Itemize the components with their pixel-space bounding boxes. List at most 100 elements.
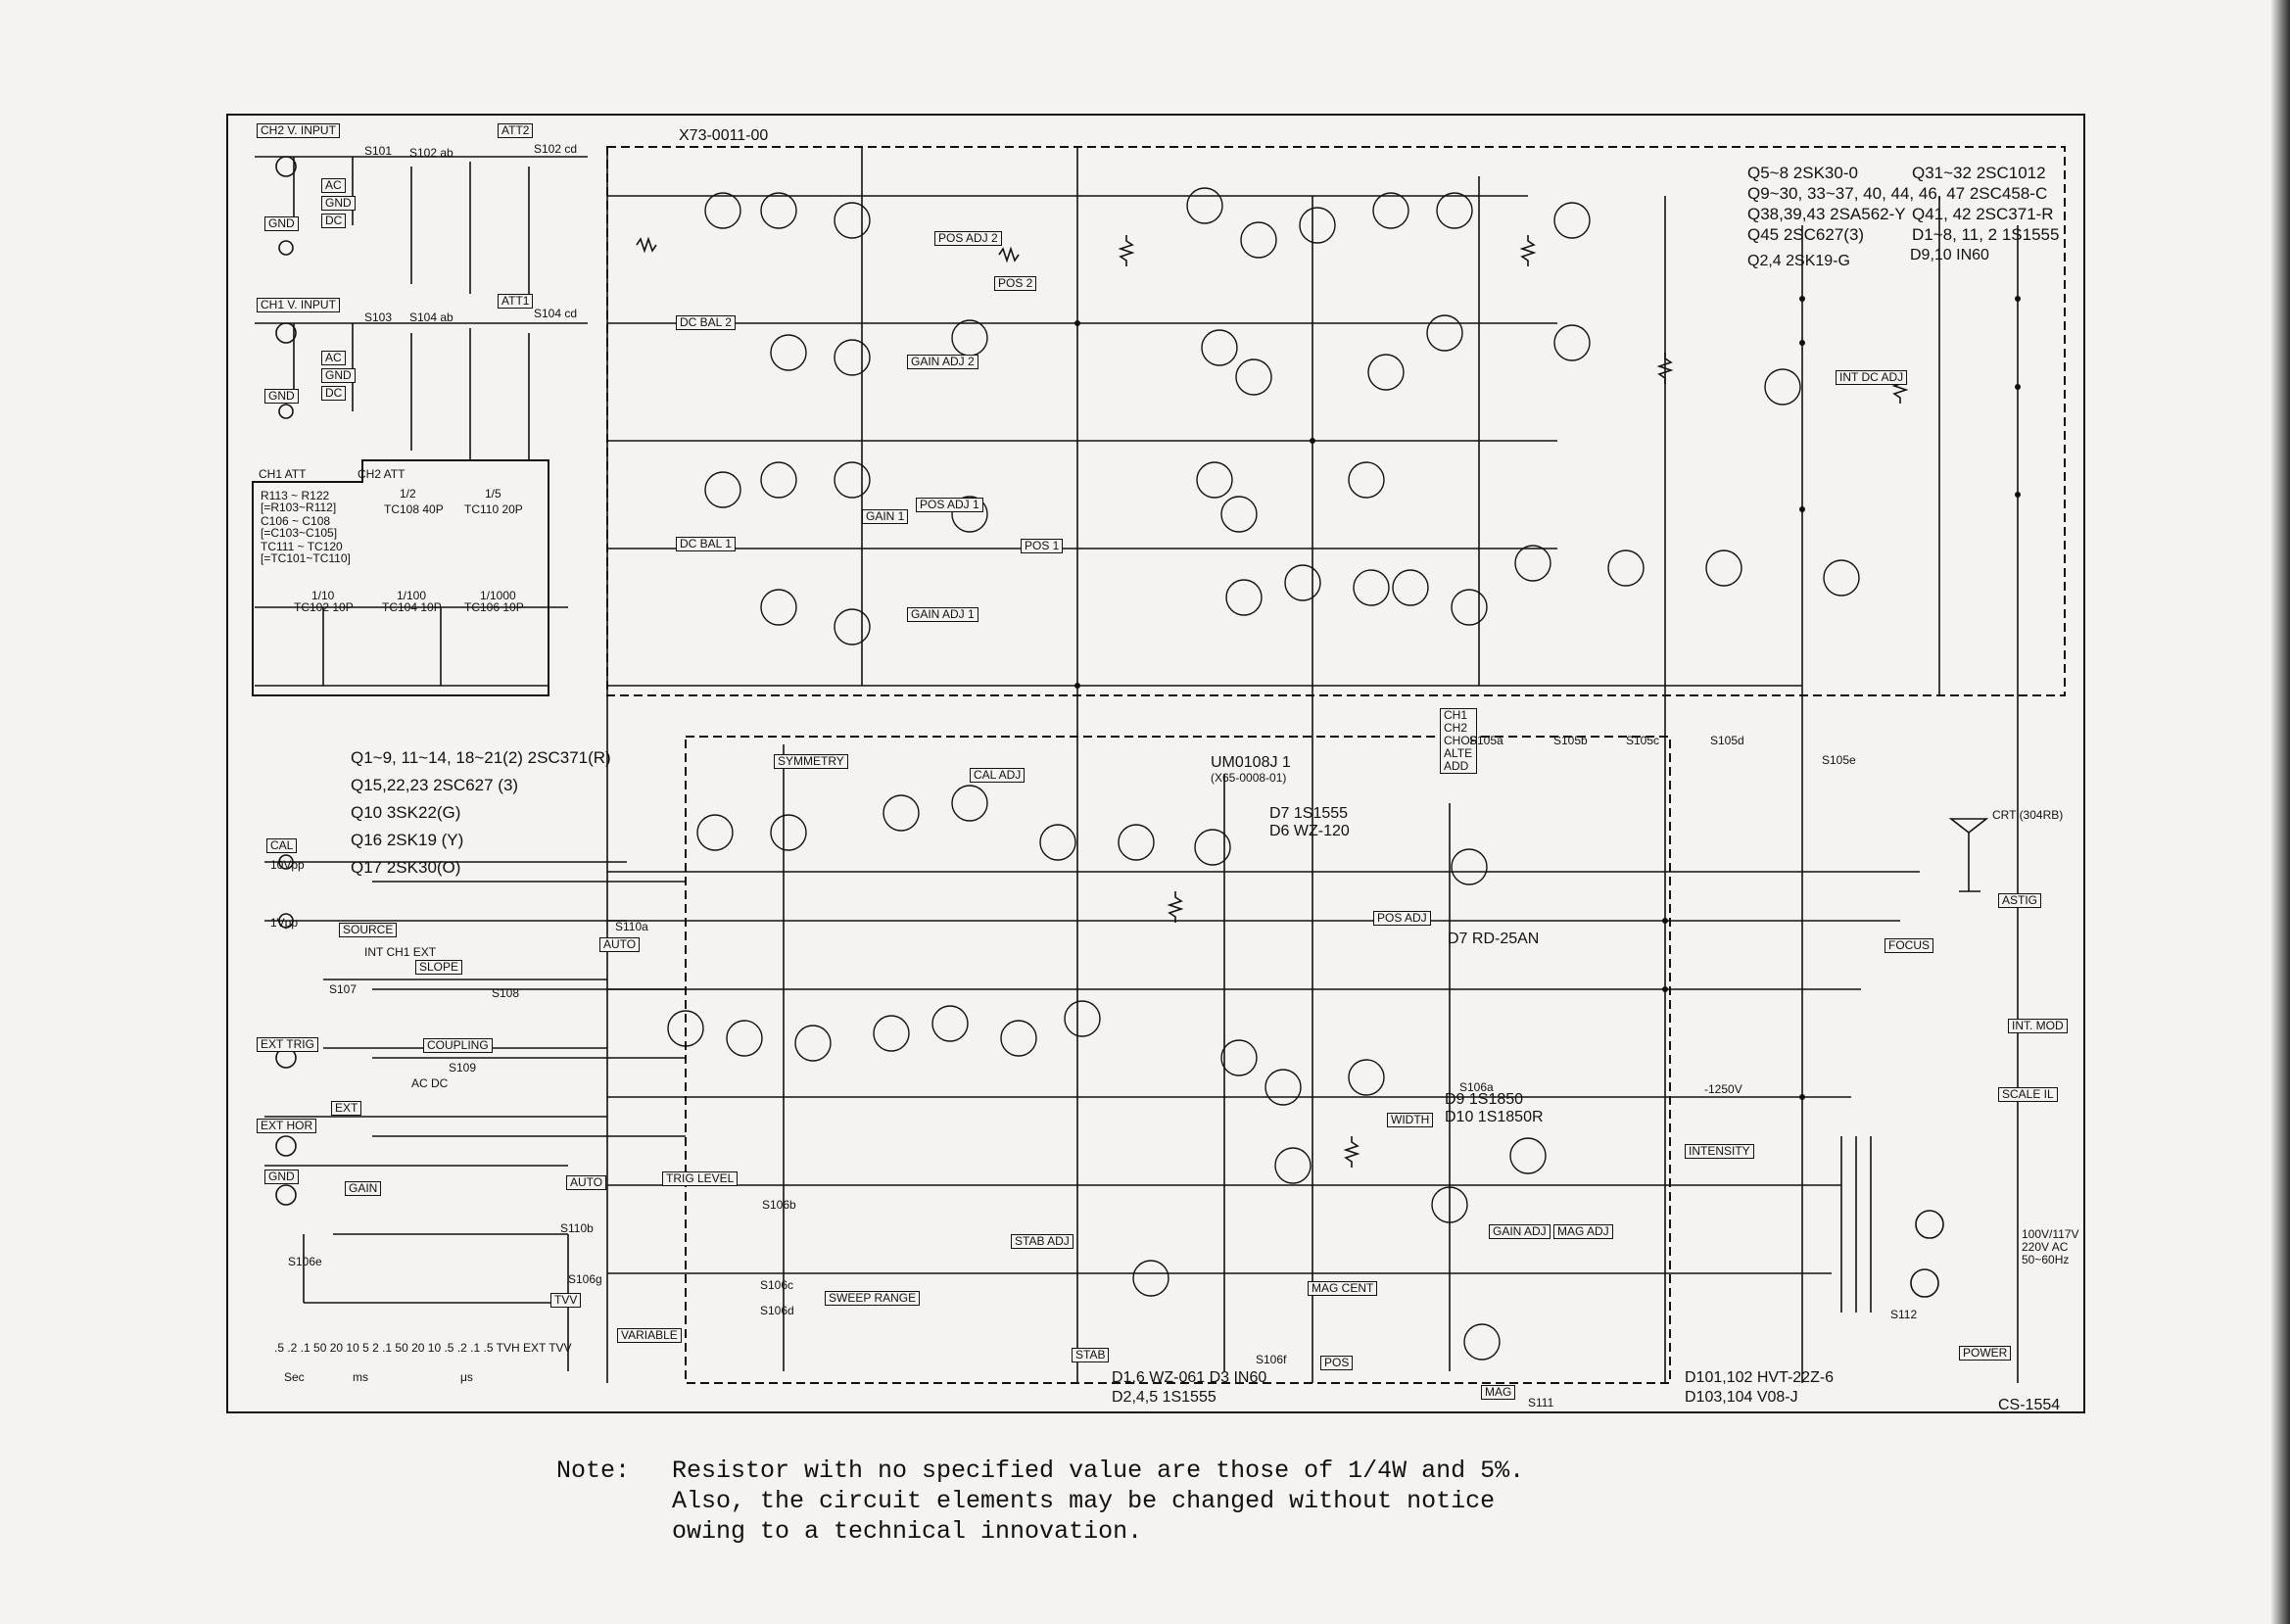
ch1-att-label: CH1 ATT: [259, 467, 307, 481]
switch-s110a: S110a: [615, 920, 648, 933]
note-line-2: Also, the circuit elements may be change…: [672, 1487, 1496, 1515]
gain-label: GAIN: [345, 1181, 382, 1196]
intensity-label: INTENSITY: [1685, 1144, 1754, 1159]
schematic-frame: [226, 114, 2085, 1413]
scale-il-label: SCALE IL: [1998, 1087, 2058, 1102]
diode-note-d16: D1,6 WZ-061 D3 IN60: [1112, 1369, 1267, 1386]
diode-note-d6: D6 WZ-120: [1269, 823, 1350, 839]
switch-s105b: S105b: [1553, 734, 1588, 747]
ch2-input-label: CH2 V. INPUT: [257, 123, 340, 138]
s101-label: S101: [364, 144, 393, 158]
astig-label: ASTIG: [1998, 893, 2042, 908]
switch-s106f: S106f: [1256, 1353, 1287, 1366]
att-ratio-5: 1/1000: [480, 589, 516, 602]
att-r-map2: [=R103~R112]: [261, 501, 337, 514]
sweep-steps: .5 .2 .1 50 20 10 5 2 .1 50 20 10 .5 .2 …: [274, 1341, 572, 1355]
tvv-label: TVV: [550, 1293, 582, 1308]
switch-s106g: S106g: [568, 1272, 602, 1286]
symmetry-label: SYMMETRY: [774, 754, 848, 769]
att1-label: ATT1: [498, 294, 534, 309]
dc-bal2-label: DC BAL 2: [676, 315, 736, 330]
main-board-id: X73-0011-00: [679, 127, 769, 144]
int-dc-adj-label: INT DC ADJ: [1836, 370, 1908, 385]
sweep-range-label: SWEEP RANGE: [825, 1291, 921, 1306]
att-tc-map: TC111 ~ TC120: [261, 540, 343, 553]
pos-adj1-label: POS ADJ 1: [916, 498, 983, 512]
pos-adj2-label: POS ADJ 2: [934, 231, 1002, 246]
source-positions: INT CH1 EXT: [364, 945, 437, 959]
pos2-label: POS 2: [994, 276, 1037, 291]
diode-note-d10: D10 1S1850R: [1445, 1109, 1544, 1125]
auto-label-bottom: AUTO: [566, 1175, 607, 1190]
tt-row: Q38,39,43 2SA562-Y: [1747, 205, 1906, 223]
tm-row: Q16 2SK19 (Y): [351, 831, 464, 849]
tm-row: Q1~9, 11~14, 18~21(2) 2SC371(R): [351, 748, 611, 767]
ac-switch-ch2: AC: [321, 178, 346, 193]
switch-s111: S111: [1528, 1396, 1554, 1409]
note-line-3: owing to a technical innovation.: [672, 1517, 1143, 1546]
transistor-table-mid: Q1~9, 11~14, 18~21(2) 2SC371(R) Q15,22,2…: [351, 744, 611, 882]
slope-label: SLOPE: [415, 960, 463, 975]
cal-adj-label: CAL ADJ: [970, 768, 1026, 783]
att-subboard-outline: [252, 459, 549, 696]
width-label: WIDTH: [1387, 1113, 1434, 1127]
dc-switch-ch1: DC: [321, 386, 347, 401]
att-tc-map2: [=TC101~TC110]: [261, 551, 351, 565]
tt-row: D1~8, 11, 2 1S1555: [1912, 225, 2060, 244]
cal-label: CAL: [266, 838, 298, 853]
chop-mode-label: CH1 CH2 CHOP ALTE ADD: [1440, 708, 1478, 774]
tt-row: Q45 2SC627(3): [1747, 225, 1865, 244]
tm-row: Q17 2SK30(O): [351, 858, 461, 877]
switch-s105d: S105d: [1710, 734, 1744, 747]
s102ab-label: S102 ab: [409, 146, 453, 160]
switch-s108: S108: [492, 986, 520, 1000]
sub-board-id: UM0108J 1: [1211, 754, 1291, 771]
mag-label: MAG: [1481, 1385, 1516, 1400]
switch-s106a: S106a: [1459, 1080, 1494, 1094]
gain1-label: GAIN 1: [862, 509, 909, 524]
transistor-table-top-col2: Q31~32 2SC1012 Q41, 42 2SC371-R D1~8, 11…: [1912, 163, 2059, 245]
switch-s110b: S110b: [560, 1221, 594, 1235]
switch-s106c: S106c: [760, 1278, 794, 1292]
stab-adj-label: STAB ADJ: [1011, 1234, 1073, 1249]
trimmer-tc108: TC108 40P: [384, 502, 444, 516]
att-ratio-4: 1/100: [397, 589, 427, 602]
coupling-positions: AC DC: [411, 1076, 449, 1090]
variable-label: VARIABLE: [617, 1328, 682, 1343]
switch-s106e: S106e: [288, 1255, 322, 1268]
trimmer-tc110: TC110 20P: [464, 502, 523, 516]
pos-adj-label: POS ADJ: [1373, 911, 1431, 926]
att-ratio-3: 1/10: [311, 589, 335, 602]
tt-row: Q31~32 2SC1012: [1912, 164, 2046, 182]
pos1-label: POS 1: [1021, 539, 1064, 553]
tt-row: Q9~30, 33~37, 40, 44, 46, 47 2SC458-C: [1747, 184, 2048, 203]
gain-adj2-label: GAIN ADJ 2: [907, 355, 978, 369]
note-line-1: Resistor with no specified value are tho…: [672, 1457, 1525, 1485]
ac-switch-ch1: AC: [321, 351, 346, 365]
source-label: SOURCE: [339, 923, 398, 937]
switch-s106d: S106d: [760, 1304, 794, 1317]
diode-note-d101: D101,102 HVT-22Z-6: [1685, 1369, 1835, 1386]
trimmer-tc102: TC102 10P: [294, 600, 354, 614]
sweep-board-outline: [685, 736, 1671, 1384]
gnd-bottom-label: GND: [264, 1170, 299, 1184]
sweep-unit-sec: Sec: [284, 1370, 305, 1384]
switch-s105c: S105c: [1626, 734, 1660, 747]
diode-note-d7b: D7 RD-25AN: [1448, 931, 1540, 947]
sweep-unit-us: μs: [460, 1370, 473, 1384]
gnd-switch-ch2: GND: [321, 196, 356, 211]
s104ab-label: S104 ab: [409, 310, 453, 324]
sub-board-code: (X65-0008-01): [1211, 771, 1287, 785]
att-ratio-2: 1/5: [485, 487, 501, 501]
ch1-input-label: CH1 V. INPUT: [257, 298, 340, 312]
mains-label: 100V/117V 220V AC 50~60Hz: [2022, 1227, 2079, 1266]
tm-row: Q15,22,23 2SC627 (3): [351, 776, 519, 794]
diode-note-d9: D9 1S1850: [1445, 1091, 1524, 1108]
att-c-map: C106 ~ C108: [261, 514, 331, 528]
gnd-label-ch1: GND: [264, 389, 299, 404]
gnd-label-ch2: GND: [264, 216, 299, 231]
dc-switch-ch2: DC: [321, 214, 347, 228]
cal-1v-label: 1Vpp: [270, 916, 299, 930]
s103-label: S103: [364, 310, 393, 324]
trimmer-tc106: TC106 10P: [464, 600, 524, 614]
